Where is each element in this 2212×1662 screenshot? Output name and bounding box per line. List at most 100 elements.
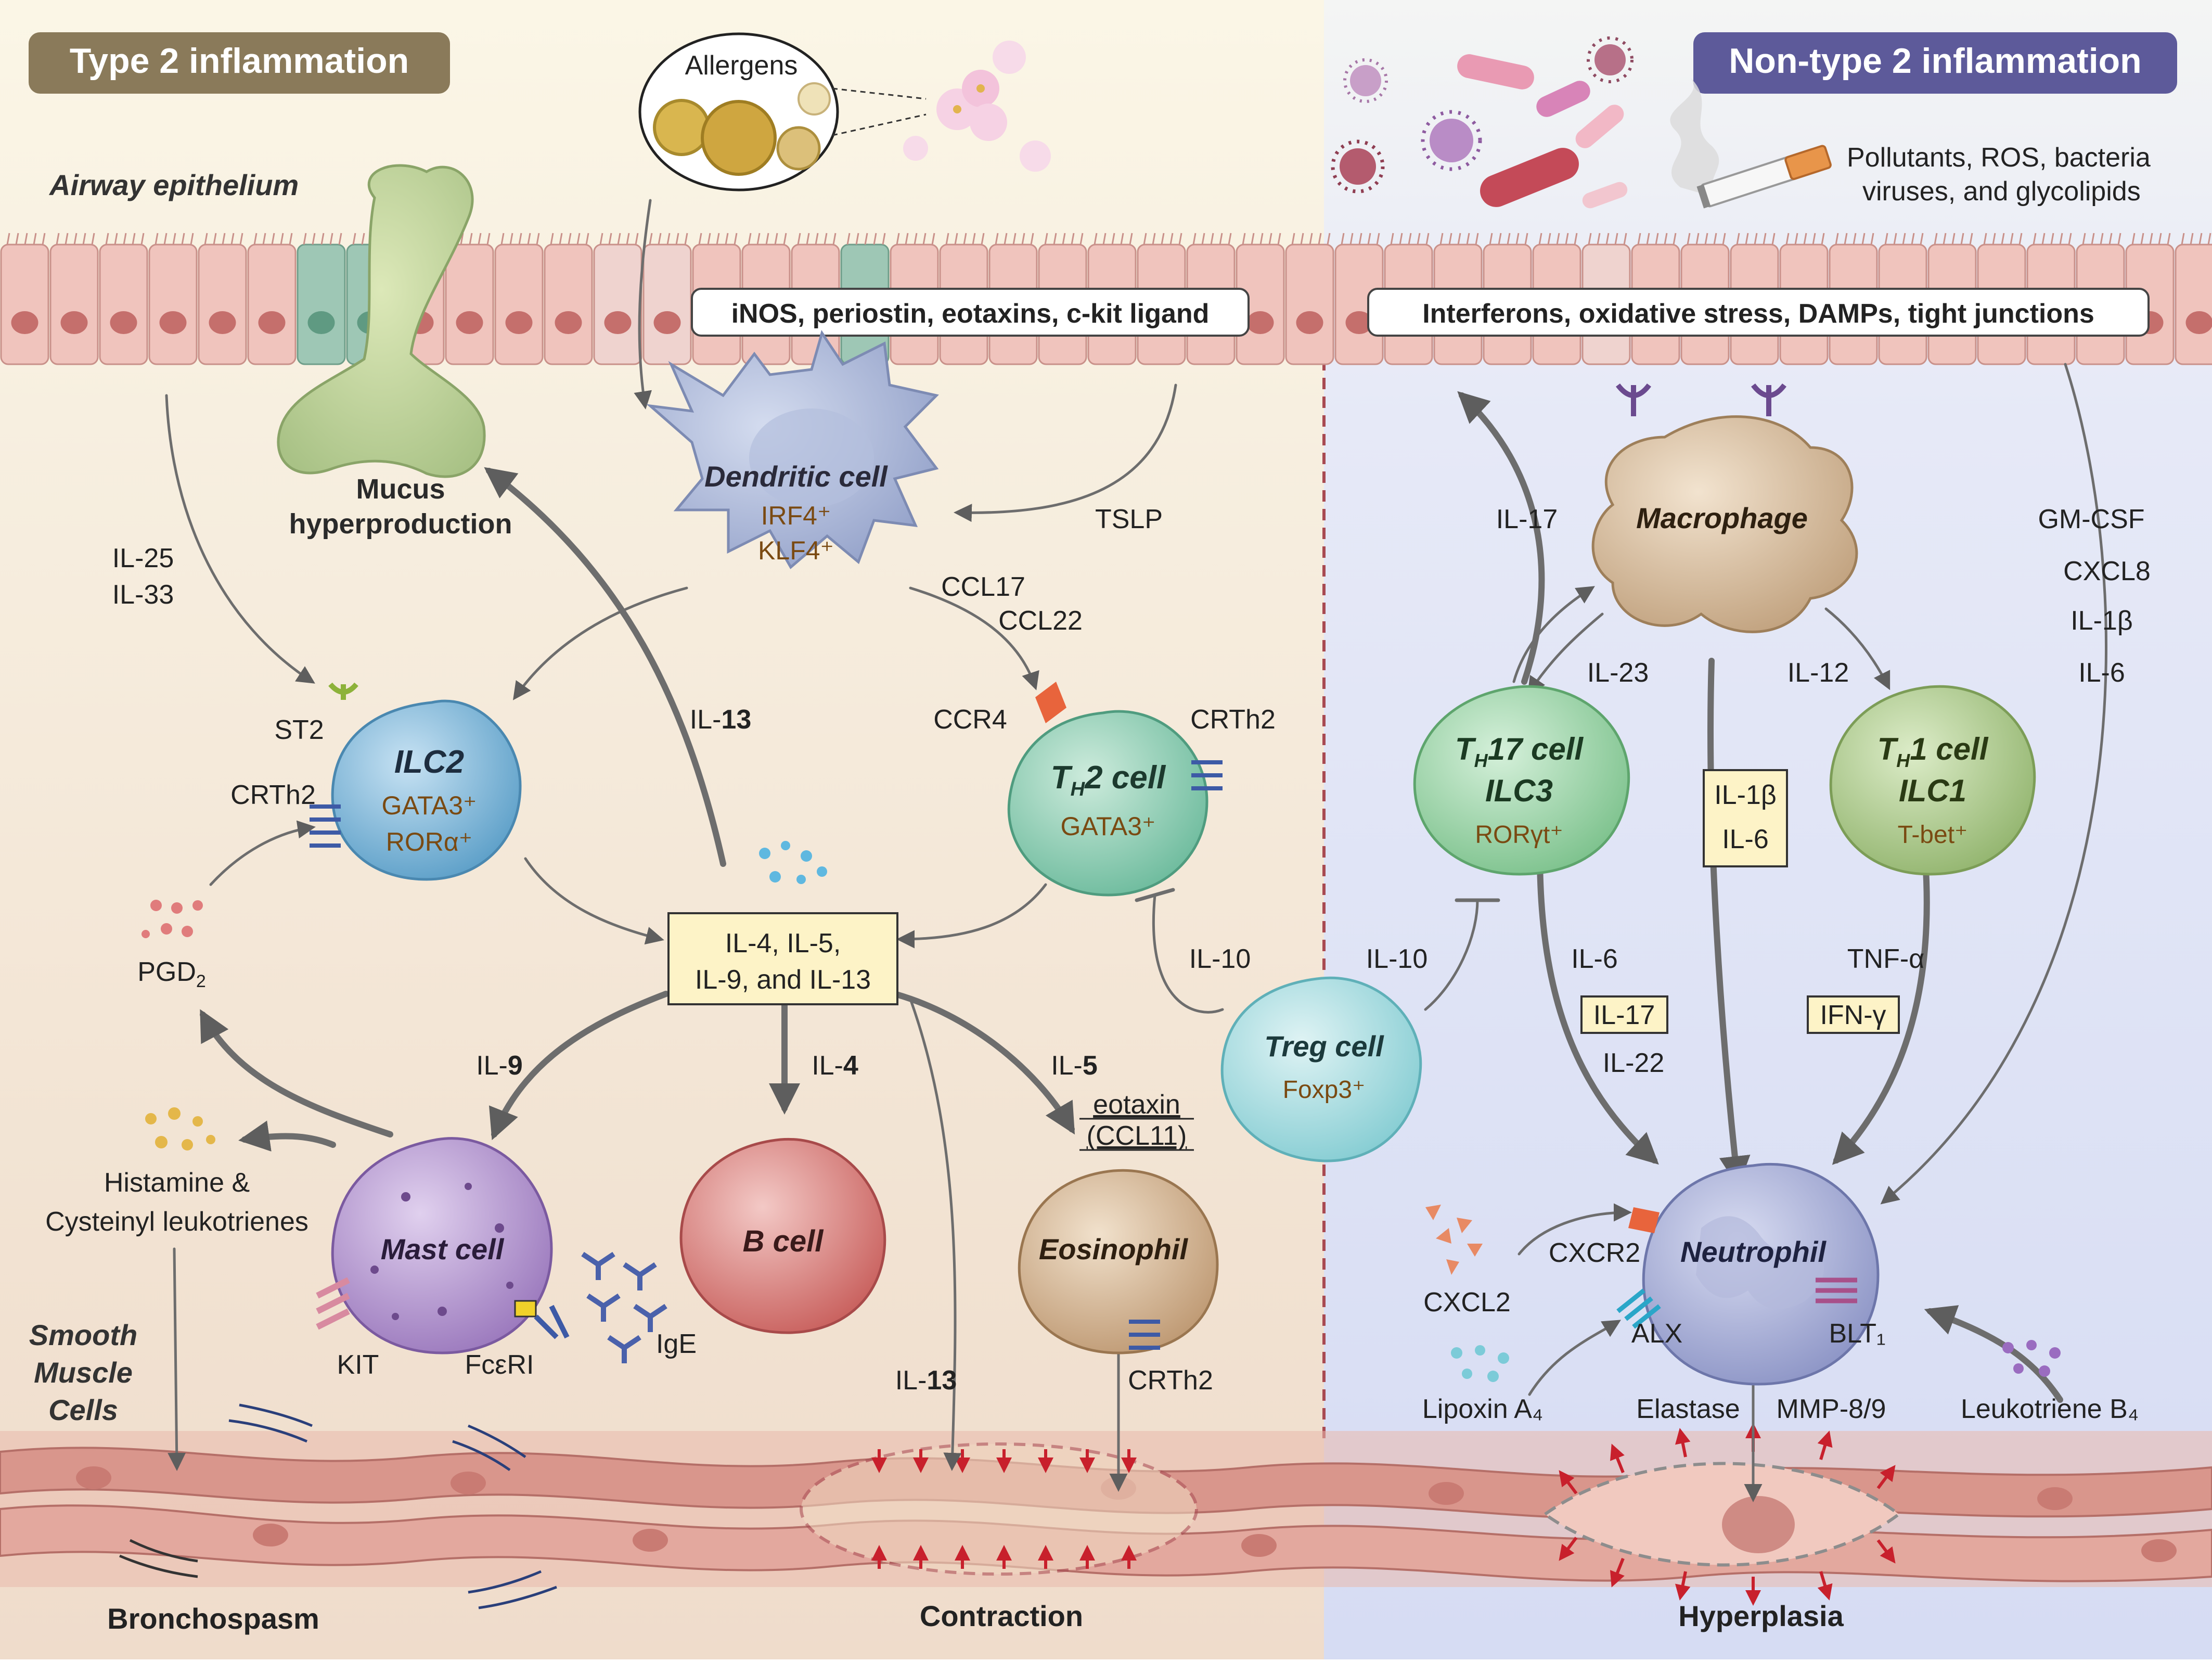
il1b-right-label: IL-1β: [2070, 606, 2133, 636]
type2-cytokine-box: IL-4, IL-5, IL-9, and IL-13: [668, 913, 897, 1004]
nontype2-epithelial-label: Interferons, oxidative stress, DAMPs, ti…: [1422, 299, 2094, 329]
th2-label: TH2 cell: [1051, 760, 1166, 800]
pollutants-line2: viruses, and glycolipids: [1862, 176, 2141, 207]
type2-header-label: Type 2 inflammation: [70, 41, 409, 81]
th2-cell: TH2 cell GATA3⁺: [1009, 711, 1207, 895]
il1b-il6-box: IL-1β IL-6: [1704, 770, 1787, 866]
epithelial-cell: [298, 233, 345, 364]
il25-label: IL-25: [112, 543, 174, 573]
type2-epithelial-label: iNOS, periostin, eotaxins, c-kit ligand: [731, 299, 1210, 329]
eotaxin-label-line2: (CCL11): [1087, 1121, 1187, 1151]
treg-cell: Treg cell Foxp3⁺: [1222, 978, 1421, 1161]
epithelial-cell: [495, 233, 543, 364]
ifng-box: IFN-γ: [1808, 996, 1899, 1033]
pgd2-label: PGD2: [137, 957, 206, 991]
treg-label: Treg cell: [1264, 1030, 1384, 1063]
il12-label: IL-12: [1787, 658, 1849, 688]
epithelial-cell: [545, 233, 592, 364]
th1-marker-tbet: T-bet⁺: [1898, 821, 1968, 849]
th17-ilc3-cell: TH17 cell ILC3 RORγt⁺: [1414, 686, 1628, 874]
type2-header: Type 2 inflammation: [29, 32, 450, 94]
mast-cell: Mast cell: [332, 1139, 551, 1353]
cxcr2-label: CXCR2: [1549, 1238, 1640, 1268]
epithelial-cell: [1286, 233, 1333, 364]
nontype2-header-label: Non-type 2 inflammation: [1729, 41, 2141, 81]
il33-label: IL-33: [112, 580, 174, 610]
b-cell-label: B cell: [743, 1224, 825, 1258]
il6-box-label: IL-6: [1722, 824, 1769, 854]
ige-label: IgE: [656, 1329, 697, 1359]
treg-marker-foxp3: Foxp3⁺: [1283, 1076, 1366, 1104]
il6-th17-label: IL-6: [1571, 944, 1618, 974]
macrophage-label: Macrophage: [1636, 502, 1808, 534]
tslp-label: TSLP: [1095, 504, 1163, 534]
cytokine-box-line1: IL-4, IL-5,: [725, 928, 841, 958]
dendritic-marker-irf4: IRF4⁺: [761, 501, 831, 530]
dendritic-marker-klf4: KLF4⁺: [758, 536, 834, 565]
histamine-label-line2: Cysteinyl leukotrienes: [45, 1207, 308, 1237]
fceri-label: FcεRI: [465, 1350, 534, 1380]
ifng-box-label: IFN-γ: [1820, 1000, 1886, 1030]
ilc2-marker-rora: RORα⁺: [386, 827, 472, 856]
neutrophil-label: Neutrophil: [1680, 1235, 1827, 1268]
crth2-th2-label: CRTh2: [1190, 705, 1276, 735]
il13-up-label: IL-13: [690, 705, 752, 735]
nontype2-epithelial-factors: Interferons, oxidative stress, DAMPs, ti…: [1368, 289, 2149, 336]
alx-label: ALX: [1631, 1319, 1682, 1349]
eosinophil-cell: Eosinophil: [1019, 1170, 1217, 1353]
il5-label: IL-5: [1051, 1051, 1098, 1081]
il17-up-label: IL-17: [1496, 504, 1558, 534]
mucus-label-line1: Mucus: [356, 474, 445, 505]
epithelial-cell: [2176, 233, 2212, 364]
ilc3-label: ILC3: [1485, 773, 1553, 808]
mast-cell-label: Mast cell: [381, 1233, 505, 1265]
b-cell: B cell: [681, 1139, 885, 1333]
nontype2-header: Non-type 2 inflammation: [1693, 32, 2177, 94]
epithelial-cell: [644, 233, 691, 364]
pollutants-line1: Pollutants, ROS, bacteria: [1847, 143, 2151, 173]
ccr4-label: CCR4: [933, 705, 1007, 735]
mmp-label: MMP-8/9: [1777, 1394, 1886, 1424]
il17-box: IL-17: [1581, 996, 1667, 1033]
dendritic-cell-label: Dendritic cell: [704, 460, 888, 493]
th17-marker-rorgt: RORγt⁺: [1475, 821, 1563, 849]
il17-box-label: IL-17: [1593, 1000, 1655, 1030]
svg-text:Muscle: Muscle: [34, 1356, 133, 1389]
crth2-ilc2-label: CRTh2: [230, 780, 316, 810]
epithelial-cell: [248, 233, 295, 364]
allergens-label: Allergens: [685, 50, 798, 81]
svg-text:Smooth: Smooth: [29, 1319, 137, 1351]
epithelial-cell: [594, 233, 641, 364]
lipoxin-label: Lipoxin A₄: [1422, 1394, 1543, 1424]
epithelial-cell: [100, 233, 147, 364]
gmcsf-label: GM-CSF: [2038, 504, 2144, 534]
th1-ilc1-cell: TH1 cell ILC1 T-bet⁺: [1831, 686, 2035, 874]
cxcl2-label: CXCL2: [1423, 1287, 1511, 1318]
svg-text:Cells: Cells: [48, 1393, 118, 1426]
il6-right-label: IL-6: [2078, 658, 2125, 688]
il22-label: IL-22: [1603, 1048, 1665, 1078]
histamine-label-line1: Histamine &: [104, 1168, 250, 1198]
cytokine-box-line2: IL-9, and IL-13: [695, 965, 871, 995]
blt1-label: BLT₁: [1829, 1319, 1885, 1349]
th1-label: TH1 cell: [1877, 732, 1989, 771]
il4-label: IL-4: [812, 1051, 858, 1081]
il10-right-label: IL-10: [1366, 944, 1428, 974]
ilc2-label: ILC2: [394, 744, 464, 780]
eosinophil-label: Eosinophil: [1039, 1233, 1189, 1265]
il10-left-label: IL-10: [1189, 944, 1251, 974]
ilc2-marker-gata3: GATA3⁺: [382, 791, 477, 820]
leukotriene-label: Leukotriene B₄: [1961, 1394, 2139, 1424]
elastase-label: Elastase: [1636, 1394, 1740, 1424]
epithelial-cell: [199, 233, 246, 364]
ccl22-label: CCL22: [998, 606, 1083, 636]
hyperplasia-label: Hyperplasia: [1678, 1600, 1844, 1632]
il9-label: IL-9: [476, 1051, 523, 1081]
st2-label: ST2: [274, 715, 324, 745]
contraction-region: [801, 1444, 1197, 1574]
kit-label: KIT: [337, 1350, 379, 1380]
type2-epithelial-factors: iNOS, periostin, eotaxins, c-kit ligand: [692, 289, 1249, 336]
epithelial-cell: [149, 233, 197, 364]
mucus-label-line2: hyperproduction: [289, 508, 512, 540]
